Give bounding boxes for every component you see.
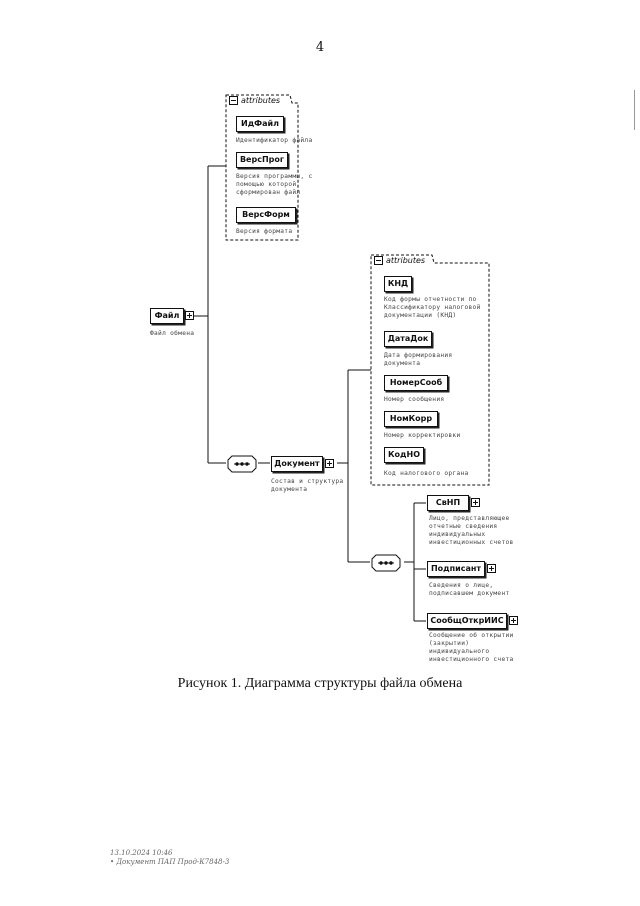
file-attributes-tag[interactable]: attributes — [229, 96, 280, 105]
desc-line: Дата формирования — [384, 352, 453, 359]
attr-versprog-desc: Версия программы, с помощью которой сфор… — [236, 173, 312, 197]
node-document[interactable]: Документ — [271, 456, 323, 472]
desc-line: Лицо, представляющее — [429, 515, 510, 522]
attr-datadok-desc: Дата формирования документа — [384, 352, 452, 368]
desc-line: Состав и структура — [271, 478, 344, 485]
attr-nomersoob-desc: Номер сообщения — [384, 396, 445, 403]
node-document-desc: Состав и структура документа — [271, 478, 343, 494]
footer-line: • Документ ПАП Прод-К7848-3 — [110, 858, 230, 866]
node-soobshotkriis-desc: Сообщение об открытии (закрытии) индивид… — [429, 632, 514, 664]
root-node-file[interactable]: Файл — [150, 308, 184, 324]
attr-versprog[interactable]: ВерсПрог — [236, 152, 288, 168]
footer-line: 13.10.2024 10:46 — [110, 849, 173, 857]
attr-knd-desc: Код формы отчетности по Классификатору н… — [384, 296, 481, 320]
node-soobshotkriis[interactable]: СообщОткрИИС — [427, 613, 507, 629]
desc-line: индивидуального — [429, 648, 490, 655]
node-svnp[interactable]: СвНП — [427, 495, 469, 511]
scan-margin-mark — [634, 90, 635, 130]
desc-line: инвестиционных счетов — [429, 539, 514, 546]
desc-line: документации (КНД) — [384, 312, 457, 319]
attr-knd[interactable]: КНД — [384, 276, 412, 292]
document-attributes-tag[interactable]: attributes — [374, 256, 425, 265]
desc-line: отчетные сведения — [429, 523, 498, 530]
collapse-icon[interactable] — [374, 256, 383, 265]
scan-footer: 13.10.2024 10:46 • Документ ПАП Прод-К78… — [110, 849, 229, 867]
doc-attrs-frame — [370, 254, 490, 486]
attr-kodno[interactable]: КодНО — [384, 447, 424, 463]
desc-line: Код формы отчетности по — [384, 296, 477, 303]
attr-idfile-desc: Идентификатор файла — [236, 137, 313, 144]
attr-kodno-desc: Код налогового органа — [384, 470, 469, 477]
attr-datadok[interactable]: ДатаДок — [384, 331, 432, 347]
collapse-icon[interactable] — [229, 96, 238, 105]
desc-line: индивидуальных — [429, 531, 486, 538]
desc-line: Версия программы, с — [236, 173, 313, 180]
desc-line: документа — [384, 360, 421, 367]
desc-line: Сообщение об открытии — [429, 632, 514, 639]
attr-nomkorr-desc: Номер корректировки — [384, 432, 461, 439]
desc-line: помощью которой — [236, 181, 297, 188]
figure-caption: Рисунок 1. Диаграмма структуры файла обм… — [177, 676, 463, 691]
expand-icon[interactable] — [185, 311, 194, 320]
desc-line: (закрытии) — [429, 640, 470, 647]
attr-nomersoob[interactable]: НомерСооб — [384, 375, 448, 391]
desc-line: Сведения о лице, — [429, 582, 494, 589]
expand-icon[interactable] — [487, 564, 496, 573]
attr-versform-desc: Версия формата — [236, 228, 293, 235]
desc-line: инвестиционного счета — [429, 656, 514, 663]
desc-line: подписавшем документ — [429, 590, 510, 597]
node-podpisant[interactable]: Подписант — [427, 561, 485, 577]
attr-nomkorr[interactable]: НомКорр — [384, 411, 438, 427]
expand-icon[interactable] — [509, 616, 518, 625]
expand-icon[interactable] — [471, 498, 480, 507]
root-node-desc: Файл обмена — [150, 330, 195, 337]
expand-icon[interactable] — [325, 459, 334, 468]
attributes-label: attributes — [241, 96, 281, 105]
desc-line: Классификатору налоговой — [384, 304, 481, 311]
node-svnp-desc: Лицо, представляющее отчетные сведения и… — [429, 515, 514, 547]
desc-line: документа — [271, 486, 308, 493]
node-podpisant-desc: Сведения о лице, подписавшем документ — [429, 582, 510, 598]
attr-idfile[interactable]: ИдФайл — [236, 116, 284, 132]
attributes-label: attributes — [386, 256, 426, 265]
desc-line: сформирован файл — [236, 189, 301, 196]
file-attrs-frame — [225, 94, 299, 241]
attr-versform[interactable]: ВерсФорм — [236, 207, 296, 223]
page-number: 4 — [315, 40, 325, 55]
